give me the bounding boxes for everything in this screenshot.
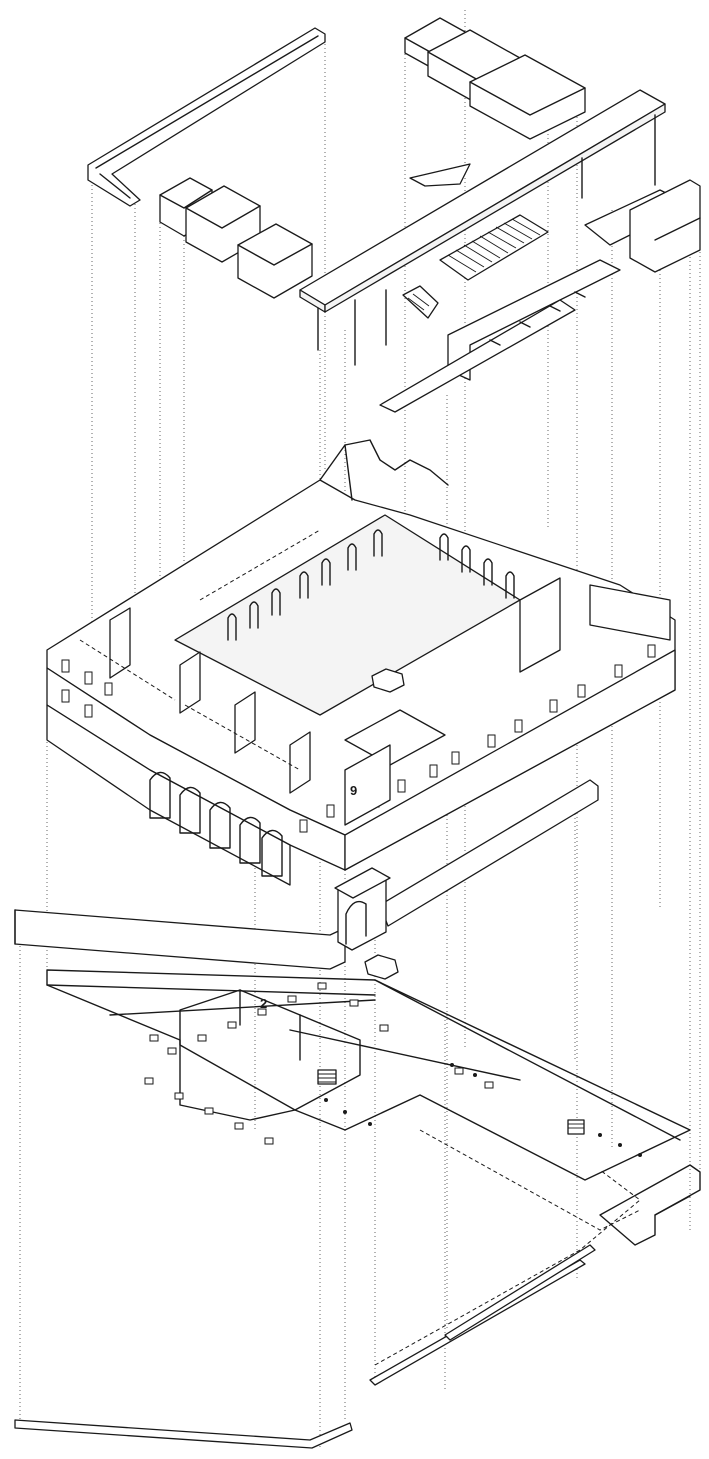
entrance-gate [334,867,391,951]
roof-level [87,17,701,413]
arcade-facade [46,704,291,886]
ground-rooms-left [179,989,361,1111]
lower-walkway [379,299,576,413]
roof-wedge [409,163,471,187]
room-label-ground: 2 [260,996,267,1011]
ground-stair [317,1069,585,1135]
strip-wall-2 [444,1244,596,1341]
octagonal-well-ground [364,954,399,980]
right-end-wall [629,179,701,273]
angled-wall-top-left [87,27,326,207]
stair-flight [402,214,549,319]
ground-plan-outline [46,969,691,1181]
upper-floor-level: 9 [46,439,676,886]
right-facade [344,649,676,871]
courtyard-openings [227,529,515,641]
roof-box-3 [469,54,586,140]
ruined-wall-top [319,439,449,486]
wall-ribs [489,291,586,346]
column-dots [324,1063,642,1157]
roof-columns [317,114,656,366]
arcade-arches [149,771,283,877]
room-label-upper: 9 [350,783,357,798]
ground-floor-plan: 2 [14,954,701,1449]
gate-wall-level [14,779,599,970]
octagonal-well-upper [371,668,405,693]
roof-box-6 [237,223,313,299]
strip-wall-3 [14,1419,353,1449]
dashed-foundation [374,1169,641,1366]
upper-room-walls [109,577,671,826]
ground-piers [144,982,494,1145]
boundary-wall-right [379,779,599,927]
right-annex [599,1164,701,1246]
upper-windows [61,644,656,833]
boundary-wall-left [14,909,346,970]
